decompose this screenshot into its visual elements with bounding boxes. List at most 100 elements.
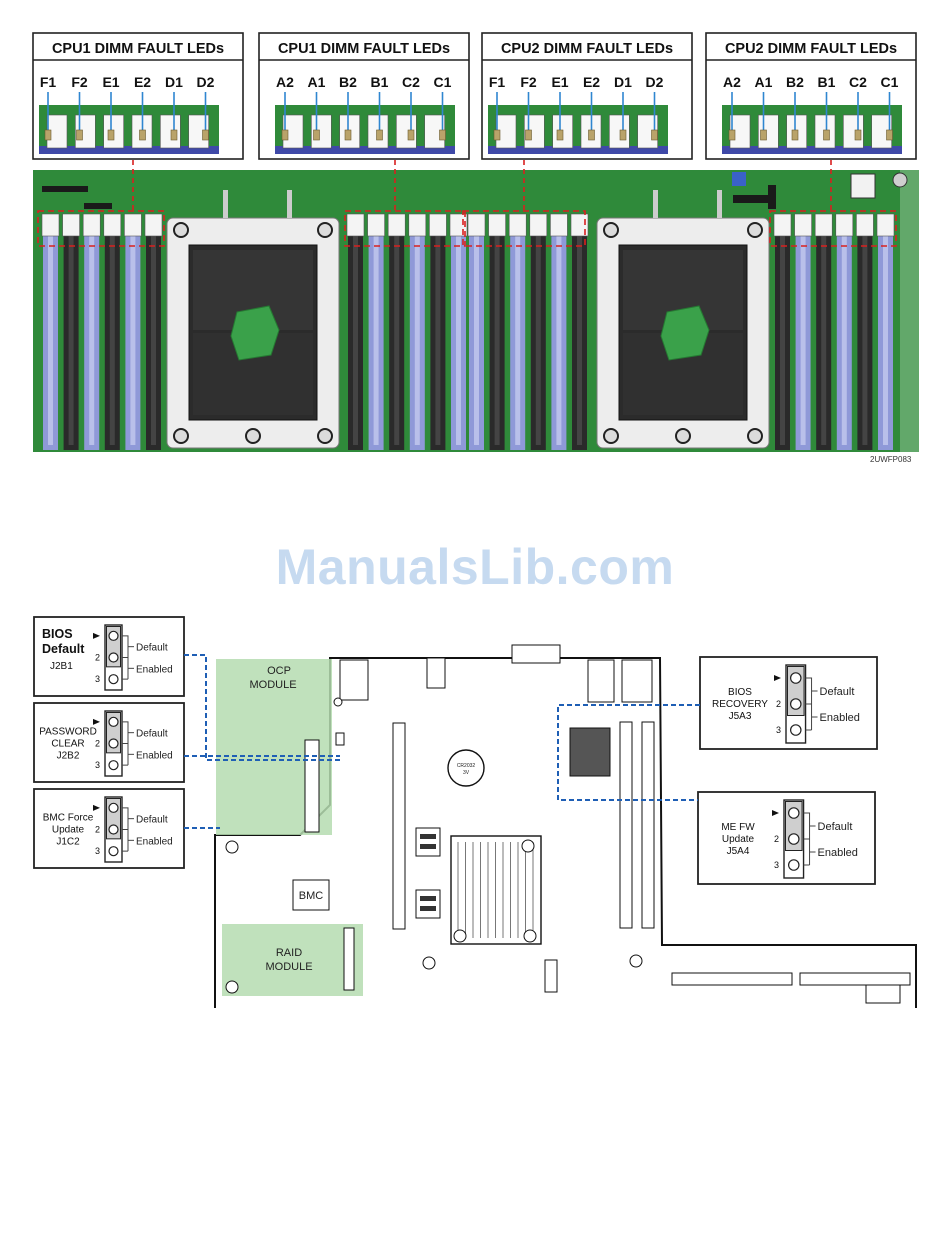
pcie-slot-left [392,722,406,930]
dimm-latch [467,213,486,237]
led-label: F2 [520,74,537,90]
blue-connector [732,172,746,186]
dimm-slot-key [373,225,379,445]
ocp-module-label: OCP [267,665,291,677]
header-connector-top-left [42,186,88,192]
jumper-pin [108,760,119,771]
pcie-slot-right-2 [641,721,655,929]
led-panel-slot-base [488,146,668,154]
dimm-slot-key [130,225,136,445]
dimm-latch [550,213,568,237]
dimm-slot-key [883,225,888,445]
fault-led [202,129,209,141]
jumper-pin [108,716,119,727]
battery-label: 3V [463,770,470,776]
led-label: F2 [71,74,88,90]
led-label: A2 [276,74,294,90]
dimm-slot-key [535,225,541,445]
pin-number: 2 [774,834,779,844]
fault-led-highlight-box [462,210,586,247]
mount-screw [245,428,261,444]
jumper-id: J5A3 [729,711,752,722]
dimm-latch [82,213,101,237]
led-panel-title: CPU2 DIMM FAULT LEDs [725,41,897,57]
pin-number: 3 [95,674,100,684]
dimm-latch [794,213,812,237]
dimm-latch [856,213,874,237]
mount-hole [523,929,537,943]
pin-number: 3 [95,846,100,856]
fault-led [313,129,320,141]
pin-number: 3 [95,760,100,770]
fault-led [886,129,893,141]
dimm-latch [529,213,548,237]
fault-led [791,129,799,141]
mount-hole-top-right [892,172,908,188]
mount-screw [747,428,763,444]
jumper-pin [790,672,802,684]
aux-heatsink [569,727,611,777]
dimm-slot-key [414,225,420,445]
dimm-latch [124,213,142,237]
jumper-bracket [122,721,129,766]
led-panel-title: CPU1 DIMM FAULT LEDs [52,41,224,57]
watermark-text: ManualsLib.com [275,539,675,595]
ocp-connector [304,739,320,833]
pin1-marker [93,718,100,725]
dimm-slot-key [800,225,806,445]
jumper-pin [108,846,119,857]
dimm-slot-key [435,225,441,445]
fault-led [281,129,289,141]
jumper-enabled-label: Enabled [136,750,173,761]
dimm-latch [144,213,163,237]
led-panel-title: CPU2 DIMM FAULT LEDs [501,41,673,57]
sata-connector [415,827,441,857]
rj45-port [339,659,369,701]
jumper-pin [108,802,119,813]
pin-number: 2 [776,699,781,709]
led-label: D1 [165,74,183,90]
rj45-port-3 [621,659,653,703]
jumper-enabled-label: Enabled [818,847,858,859]
dimm-latch [488,213,506,237]
dimm-slot-key [841,225,847,445]
dimm-latch [508,213,527,237]
fault-led [619,129,627,141]
vga-port [511,644,561,664]
mount-hole [422,956,436,970]
jumper-pin [108,630,119,641]
mount-hole [225,980,239,994]
mount-screw [173,222,189,238]
fault-led [344,129,352,141]
mount-screw [603,428,619,444]
mount-hole [521,839,535,853]
bmc-label: BMC [299,890,324,902]
fault-led [556,129,564,141]
jumper-default-label: Default [818,821,853,833]
dimm-latch [346,213,365,237]
jumper-title: BIOS [728,687,752,698]
socket-lever [653,190,658,218]
dimm-slot-key [456,225,461,445]
dimm-slot-groups [41,213,895,450]
pin1-marker [93,804,100,811]
jumper-id: J5A4 [727,846,750,857]
jumper-boxes: BIOSDefaultJ2B123DefaultEnabledPASSWORDC… [33,616,878,885]
power-connector [850,173,876,199]
mount-screw [317,428,333,444]
socket-lever [717,190,722,218]
mount-hole [225,840,239,854]
dimm-slot-key [151,225,156,445]
small-connector [544,959,558,993]
jumper-pin [788,807,800,819]
jumper-pin [108,824,119,835]
cmos-battery [447,749,485,787]
led-panel-title: CPU1 DIMM FAULT LEDs [278,41,450,57]
jumper-pin [788,859,800,871]
power-connector-left [671,972,793,986]
led-label: F1 [489,74,506,90]
pin-number: 2 [95,739,100,749]
figure-code: 2UWFP083 [870,455,912,464]
